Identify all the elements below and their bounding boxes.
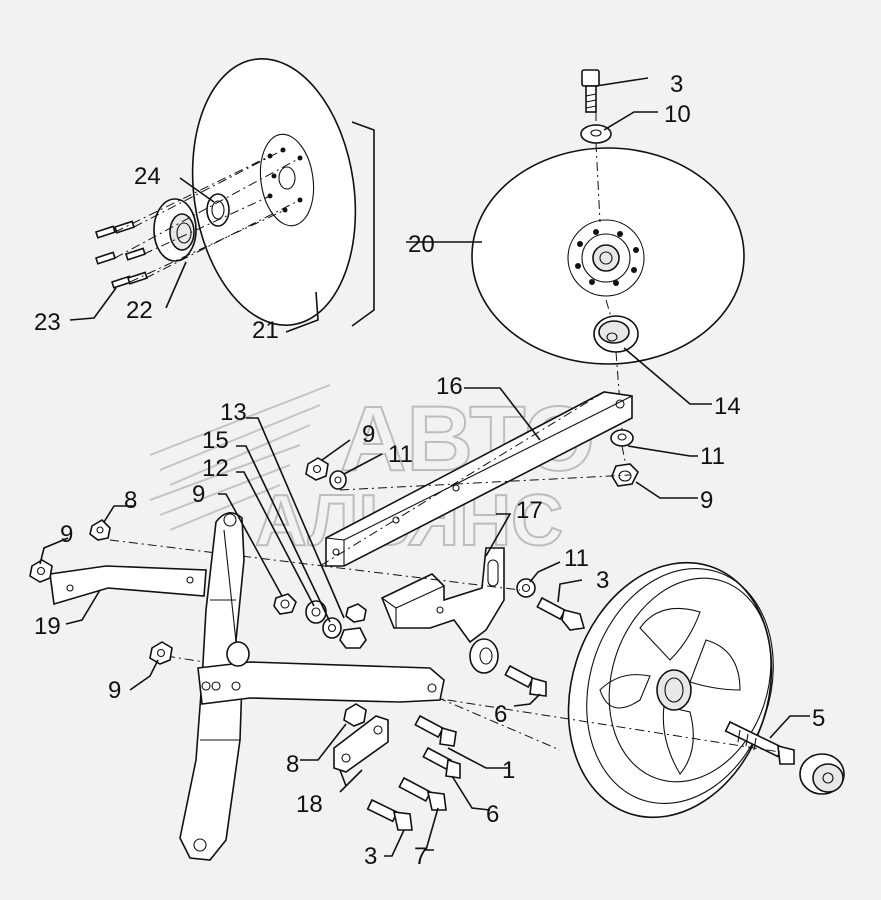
- assembly-lines-left: [114, 149, 301, 283]
- label-10: 10: [664, 101, 691, 128]
- label-18: 18: [296, 791, 323, 818]
- washer-11-upper: [329, 470, 347, 490]
- label-8-left: 8: [124, 487, 137, 514]
- washer-11-right: [610, 429, 634, 447]
- washer-15: [322, 617, 342, 639]
- label-9-far-left: 9: [60, 521, 73, 548]
- left-disc-blade: [191, 58, 357, 326]
- washer-10: [580, 124, 612, 144]
- bracket-17: [380, 547, 505, 674]
- label-24: 24: [134, 163, 161, 190]
- label-11-upper: 11: [388, 441, 413, 468]
- label-15: 15: [202, 427, 229, 454]
- nut-9-far-left: [29, 559, 53, 583]
- right-disc-blade: [471, 147, 745, 365]
- hub-cap: [799, 753, 845, 795]
- bearing-24: [206, 193, 230, 227]
- main-arm: [179, 512, 445, 861]
- hub-22: [153, 198, 197, 262]
- label-12: 12: [202, 455, 229, 482]
- nut-9-arm: [273, 593, 297, 615]
- gauge-wheel: [567, 561, 774, 819]
- label-22: 22: [126, 297, 153, 324]
- part-labels: 3 10 24 20 23 22 21 14 16 11 9 13 15 12 …: [34, 71, 825, 870]
- assembly-lines-wheel: [419, 689, 561, 751]
- group-bracket-20: [351, 121, 375, 327]
- assembly-lines-lower: [109, 391, 781, 753]
- label-13: 13: [220, 399, 247, 426]
- label-3-top: 3: [670, 71, 683, 98]
- label-3-mid: 3: [596, 567, 609, 594]
- label-14: 14: [714, 393, 741, 420]
- label-9-upper: 9: [362, 421, 375, 448]
- label-6-lower: 6: [486, 801, 499, 828]
- label-11-mid: 11: [564, 545, 589, 572]
- nut-8-left: [89, 518, 111, 541]
- label-5: 5: [812, 705, 825, 732]
- label-7: 7: [414, 843, 427, 870]
- label-3-lower: 3: [364, 843, 377, 870]
- leader-lines: [39, 77, 810, 857]
- watermark-logo-icon: [149, 384, 331, 531]
- washer-12: [305, 600, 327, 624]
- bolt-1: [414, 714, 457, 747]
- label-20: 20: [408, 231, 435, 258]
- washer-11-mid: [516, 578, 536, 598]
- bolt-6-upper: [504, 664, 547, 697]
- label-6-upper: 6: [494, 701, 507, 728]
- assembly-lines-top: [595, 112, 613, 321]
- frame-plate-19: [49, 565, 207, 606]
- label-9-lower-left: 9: [108, 677, 121, 704]
- nut-9-small: [345, 603, 367, 623]
- label-16: 16: [436, 373, 463, 400]
- bushing-13: [339, 627, 367, 649]
- label-8-plate: 8: [286, 751, 299, 778]
- label-11-right: 11: [700, 443, 725, 470]
- label-9-arm: 9: [192, 481, 205, 508]
- label-21: 21: [252, 317, 279, 344]
- nut-9-lower-left: [149, 641, 173, 665]
- label-19: 19: [34, 613, 61, 640]
- plate-18: [333, 715, 389, 773]
- bolt-3-lower: [366, 798, 413, 831]
- nut-9-upper: [305, 457, 329, 481]
- nut-8-plate: [343, 703, 367, 727]
- bolt-6-lower: [422, 746, 461, 779]
- label-17: 17: [516, 497, 543, 524]
- top-bolt-3: [581, 69, 600, 113]
- label-9-right: 9: [700, 487, 713, 514]
- bolt-7: [398, 776, 447, 811]
- bolt-3-mid: [536, 596, 586, 631]
- label-1: 1: [502, 757, 515, 784]
- label-23: 23: [34, 309, 61, 336]
- spacer-14: [593, 315, 639, 353]
